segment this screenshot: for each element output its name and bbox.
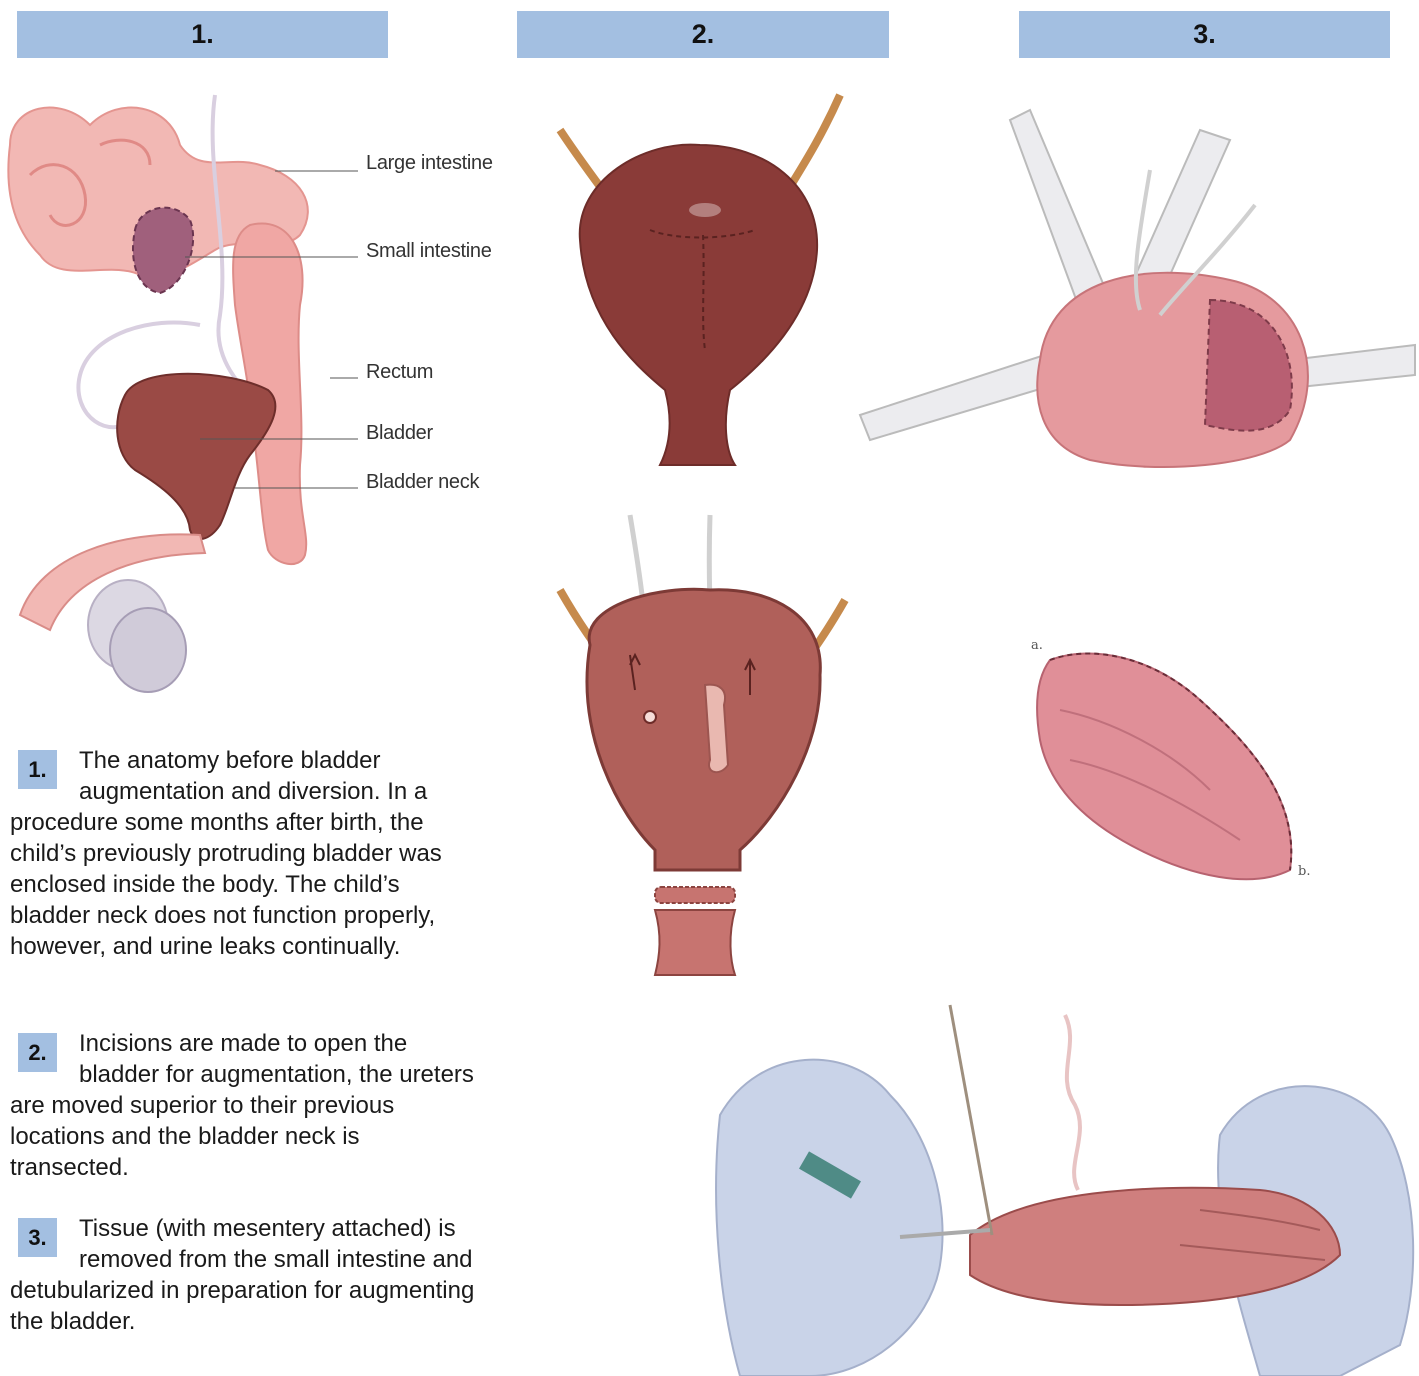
gloved-hands-illustration [700,1005,1419,1376]
opened-bladder-illustration [560,515,850,975]
caption-1: 1. The anatomy before bladder augmentati… [10,745,480,962]
column-header-2: 2. [517,11,889,58]
caption-1-text: The anatomy before bladder augmentation … [10,747,442,960]
caption-2-text: Incisions are made to open the bladder f… [10,1030,474,1181]
label-large-intestine: Large intestine [366,152,493,175]
caption-2: 2. Incisions are made to open the bladde… [10,1028,480,1183]
caption-1-number: 1. [18,750,57,789]
bladder-incision-illustration [555,90,845,470]
caption-3-number: 3. [18,1218,57,1257]
intestine-harvest-illustration [860,110,1415,480]
segment-label-b: b. [1298,864,1310,879]
label-bladder: Bladder [366,422,433,445]
label-bladder-neck: Bladder neck [366,471,479,494]
caption-3: 3. Tissue (with mesentery attached) is r… [10,1213,480,1337]
label-small-intestine: Small intestine [366,240,492,263]
column-header-3: 3. [1019,11,1390,58]
detubularized-segment-illustration [1030,640,1320,900]
caption-3-text: Tissue (with mesentery attached) is remo… [10,1215,474,1335]
segment-label-a: a. [1031,638,1043,653]
caption-2-number: 2. [18,1033,57,1072]
label-rectum: Rectum [366,361,433,384]
label-leader-lines [0,0,370,500]
